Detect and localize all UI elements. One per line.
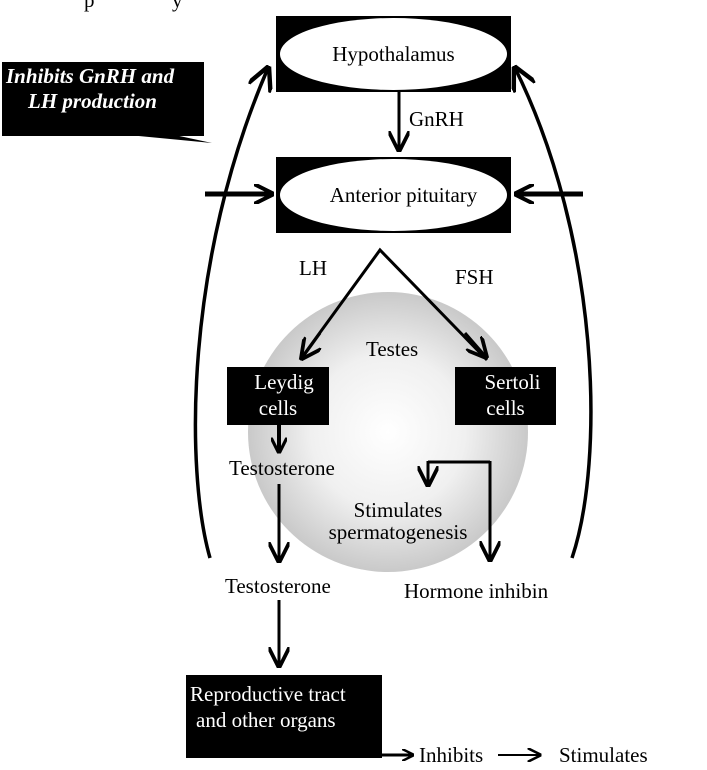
leydig-line-1: Leydig <box>254 370 314 394</box>
testosterone-outer-label: Testosterone <box>225 574 331 598</box>
reproductive-line-1: Reproductive tract <box>190 682 346 706</box>
hormone-inhibin-label: Hormone inhibin <box>404 579 549 603</box>
hypothalamus-label: Hypothalamus <box>332 41 455 66</box>
callout-line-1: Inhibits GnRH and <box>6 64 175 88</box>
sertoli-cells-node: Sertoli cells <box>455 367 556 425</box>
lh-fsh-split <box>298 247 489 362</box>
stimulates-spermatogenesis-label: Stimulates spermatogenesis <box>314 499 482 543</box>
testes-label: Testes <box>366 337 419 361</box>
left-feedback-curve <box>193 68 268 559</box>
legend-stimulates-label: Stimulates <box>559 743 648 767</box>
lh-label: LH <box>299 256 327 280</box>
stimulates-line-1: Stimulates <box>353 498 443 522</box>
reproductive-line-2: and other organs <box>196 708 336 732</box>
callout-inhibits-gnrh-lh: Inhibits GnRH and LH production <box>2 62 204 136</box>
fsh-arrow <box>463 332 486 357</box>
hypothalamus-node: Hypothalamus <box>276 16 511 92</box>
partial-top-text-2: y <box>172 0 183 12</box>
lh-arrow <box>302 332 320 358</box>
sertoli-line-2: cells <box>486 396 525 420</box>
testosterone-inner-label: Testosterone <box>229 456 335 480</box>
leydig-line-2: cells <box>258 396 298 420</box>
anterior-pituitary-node: Anterior pituitary <box>276 157 511 233</box>
anterior-pituitary-label: Anterior pituitary <box>329 182 478 207</box>
leydig-cells-node: Leydig cells <box>227 367 329 425</box>
reproductive-tract-node: Reproductive tract and other organs <box>186 675 382 758</box>
partial-top-text-1: p <box>84 0 95 12</box>
gnrh-label: GnRH <box>409 107 464 131</box>
sertoli-line-1: Sertoli <box>484 370 541 394</box>
fsh-label: FSH <box>455 265 494 289</box>
legend-inhibits-label: Inhibits <box>419 743 484 767</box>
callout-tail <box>118 134 212 143</box>
right-feedback-curve <box>515 68 593 559</box>
callout-line-2: LH production <box>28 89 157 113</box>
stimulates-line-2: spermatogenesis <box>328 520 468 544</box>
